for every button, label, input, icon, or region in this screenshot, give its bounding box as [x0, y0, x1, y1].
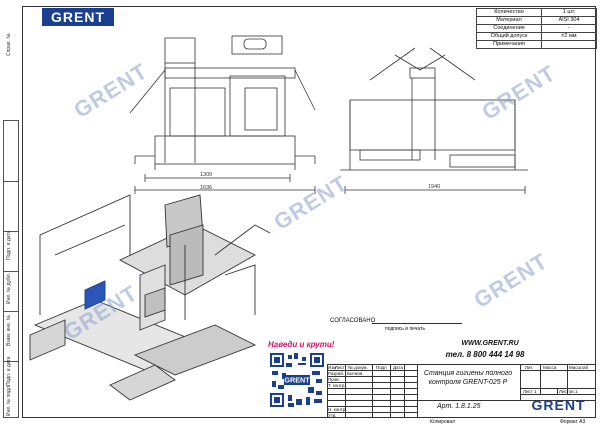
- table-row: Соединение-: [476, 24, 597, 33]
- side-label: Подп. и дата: [6, 230, 12, 260]
- copied-label: Копировал: [430, 419, 456, 425]
- side-label: Взам. инв. №: [6, 315, 12, 346]
- drawing-title: Станция гигиены полного контроля GRENT-0…: [423, 370, 513, 386]
- signature-line: [372, 323, 462, 324]
- side-view-drawing: [340, 47, 528, 194]
- side-label: Инв. № подл.: [6, 384, 12, 416]
- side-stamp-column: [3, 120, 19, 418]
- isometric-drawing: [29, 194, 271, 401]
- dimension-label: 1300: [200, 172, 213, 178]
- qr-code-icon[interactable]: GRENT: [268, 351, 326, 409]
- signature-caption: подпись и печать: [385, 326, 425, 332]
- brand-logo: GRENT: [42, 8, 114, 26]
- front-view-drawing: [129, 35, 316, 194]
- drawing-frame: [22, 6, 596, 418]
- qr-caption: Наведи и крути!: [268, 340, 335, 349]
- title-block: Изм Лист № докум. Подп Дата Разраб. Бычк…: [327, 364, 596, 418]
- website-link[interactable]: WWW.GRENT.RU: [461, 340, 519, 347]
- dimension-label: 1940: [428, 184, 441, 190]
- table-row: Примечания: [476, 40, 597, 49]
- dimension-label: 1636: [200, 185, 213, 191]
- brand-logo-bottom: GRENT: [531, 397, 586, 413]
- article-number: Арт. 1.8.1.25: [437, 403, 481, 410]
- agreed-label: СОГЛАСОВАНО: [330, 318, 376, 324]
- qr-brand-text: GRENT: [284, 376, 310, 385]
- phone-number: тел. 8 800 444 14 98: [445, 350, 525, 359]
- side-label: Справ. №: [6, 33, 12, 56]
- side-label: Подп. и дата: [6, 356, 12, 386]
- format-label: Формат А3: [560, 419, 586, 425]
- side-label: Инв. № дубл.: [6, 273, 12, 304]
